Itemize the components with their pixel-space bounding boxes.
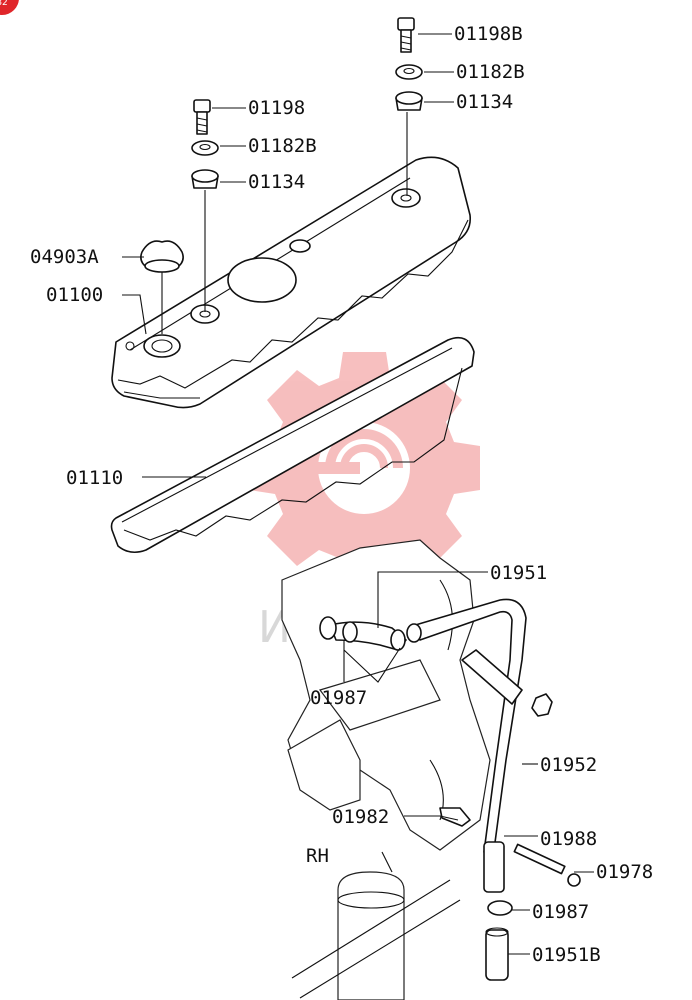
left-bolt-stack [191, 99, 219, 312]
side-label-rh: RH [306, 845, 329, 867]
callout-01182B-right: 01182B [456, 61, 525, 83]
engine-block-outline [281, 539, 491, 1000]
callout-01987-upper: 01987 [310, 687, 367, 709]
callout-01951B: 01951B [532, 944, 601, 966]
leader-lines [122, 33, 594, 955]
valve-cover [111, 156, 472, 409]
callout-01110: 01110 [66, 467, 123, 489]
small-fittings [439, 693, 581, 981]
callout-01952: 01952 [540, 754, 597, 776]
callout-01951: 01951 [490, 562, 547, 584]
oil-filler-cap-icon [140, 240, 184, 334]
callout-01982: 01982 [332, 806, 389, 828]
breather-pipe-01952 [406, 598, 527, 893]
page-badge-text: 82 [0, 0, 8, 8]
callout-01134-left: 01134 [248, 171, 305, 193]
callout-01198B: 01198B [454, 23, 523, 45]
breather-hose-01951 [319, 616, 407, 651]
rocker-cover-gasket [110, 336, 475, 554]
callout-01182B-left: 01182B [248, 135, 317, 157]
callout-01100: 01100 [46, 284, 103, 306]
callout-01987-lower: 01987 [532, 901, 589, 923]
page-badge: 82 [0, 0, 19, 15]
callout-01988: 01988 [540, 828, 597, 850]
callout-01978: 01978 [596, 861, 653, 883]
right-bolt-stack [395, 17, 423, 196]
callout-04903A: 04903A [30, 246, 99, 268]
callout-01198: 01198 [248, 97, 305, 119]
watermark-logo-icon [249, 352, 480, 584]
callout-01134-right: 01134 [456, 91, 513, 113]
